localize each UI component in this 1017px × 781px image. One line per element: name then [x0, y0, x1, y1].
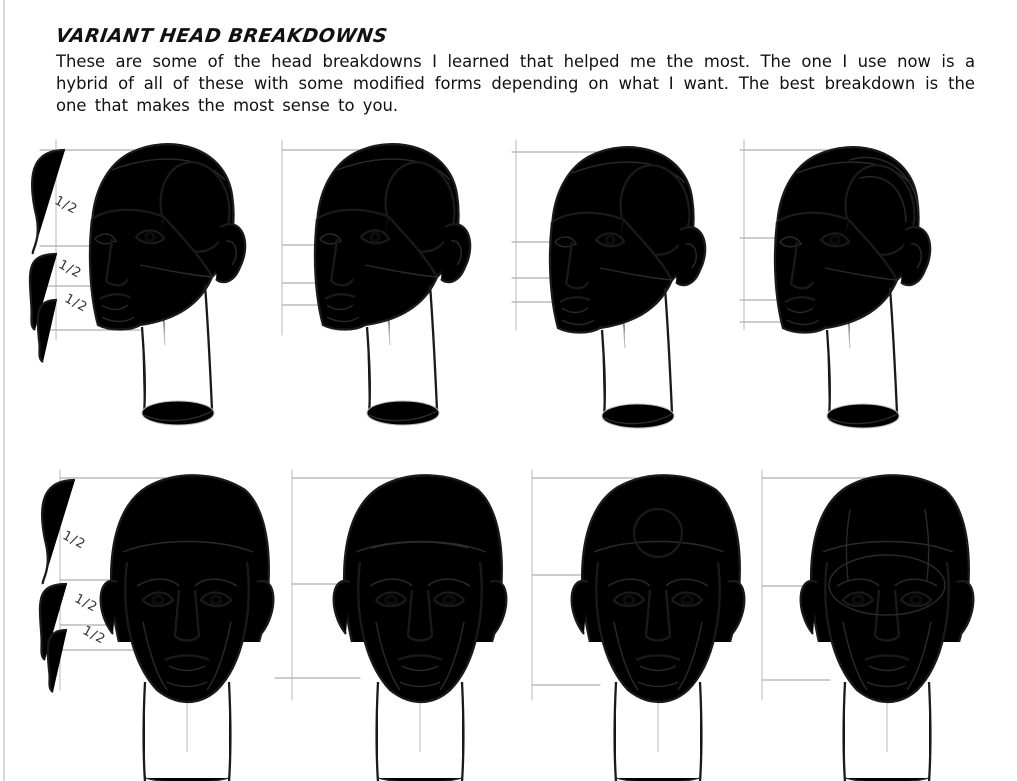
head-sketch-bottom-4 [761, 469, 975, 781]
head-sketch-top-4 [739, 139, 932, 430]
head-sketch-bottom-2 [274, 469, 508, 781]
head-sketch-top-3 [511, 139, 707, 430]
head-sketch-top-1 [28, 139, 247, 427]
intro-paragraph: These are some of the head breakdowns I … [56, 52, 975, 115]
page-edge-rule [3, 0, 5, 781]
head-sketch-bottom-1 [38, 469, 275, 781]
head-sketch-top-2 [281, 139, 472, 427]
head-sketch-bottom-3 [531, 469, 746, 781]
